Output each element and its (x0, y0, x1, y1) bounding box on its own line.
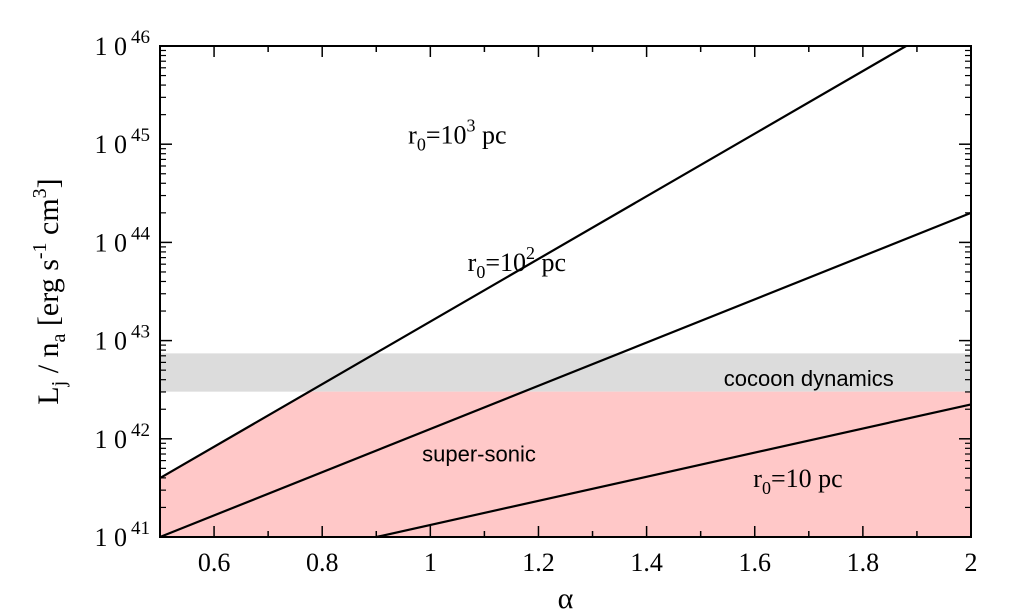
y-label-sup2: 3 (29, 188, 51, 198)
series-label-3: r0=10 pc (753, 464, 842, 498)
series-line-3 (376, 403, 972, 539)
region-label: cocoon dynamics (724, 366, 894, 391)
y-label-sub1: j (48, 381, 70, 388)
x-axis-label: α (558, 582, 574, 615)
series-layer (159, 45, 972, 539)
y-tick-base: 1 0 (95, 327, 128, 356)
y-axis-label: Lj / na [erg s-1 cm3] (29, 178, 70, 404)
y-tick-base: 1 0 (95, 130, 128, 159)
region-super-sonic (160, 391, 971, 537)
y-tick-exp: 44 (131, 223, 151, 244)
region-cocoon-dynamics (160, 353, 971, 392)
y-label-mid: / n (32, 342, 65, 380)
y-label-main: L (32, 386, 65, 404)
series-label-part: 0 (476, 262, 485, 282)
y-tick-base: 1 0 (95, 523, 128, 552)
x-tick-label: 1.6 (738, 548, 771, 577)
series-label-1: r0=103 pc (408, 115, 506, 154)
series-label-part: =10 (771, 464, 812, 493)
series-label-part: =10 (426, 120, 467, 149)
series-line-2 (159, 211, 972, 539)
series-label-part: r (753, 464, 762, 493)
x-tick-label: 1.4 (630, 548, 663, 577)
x-tick-label: 1.8 (847, 548, 880, 577)
y-tick-exp: 43 (131, 322, 150, 343)
y-tick-exp: 45 (131, 125, 150, 146)
series-line-1 (159, 45, 907, 480)
y-tick-exp: 41 (131, 518, 150, 539)
series-label-part: r (468, 248, 477, 277)
y-label-close: ] (32, 178, 65, 188)
region-label: super-sonic (422, 442, 536, 467)
y-tick-base: 1 0 (95, 228, 128, 257)
series-label-2: r0=102 pc (468, 243, 566, 282)
y-label-open: [erg s (32, 259, 65, 333)
x-tick-label: 0.6 (198, 548, 231, 577)
series-label-part: 2 (526, 243, 535, 263)
series-label-part: 0 (417, 134, 426, 154)
x-tick-label: 1.2 (522, 548, 555, 577)
y-label-sup1: -1 (29, 242, 51, 259)
series-label-part: =10 (485, 248, 526, 277)
y-tick-exp: 42 (131, 420, 150, 441)
x-tick-label: 0.8 (306, 548, 339, 577)
y-label-sub2: a (48, 333, 70, 342)
series-label-part: pc (535, 248, 566, 277)
y-tick-base: 1 0 (95, 425, 128, 454)
ticks-layer (159, 45, 972, 538)
plot-frame (159, 45, 972, 538)
y-tick-exp: 46 (131, 27, 150, 48)
x-tick-label: 2 (965, 548, 978, 577)
series-label-part: r (408, 120, 417, 149)
y-tick-base: 1 0 (95, 32, 128, 61)
series-label-part: 3 (467, 115, 476, 135)
y-label-cm: cm (32, 198, 65, 242)
series-label-part: 0 (762, 478, 771, 498)
series-label-part: pc (476, 120, 507, 149)
regions-layer (160, 353, 971, 537)
series-label-part: pc (812, 464, 843, 493)
x-tick-label: 1 (424, 548, 437, 577)
